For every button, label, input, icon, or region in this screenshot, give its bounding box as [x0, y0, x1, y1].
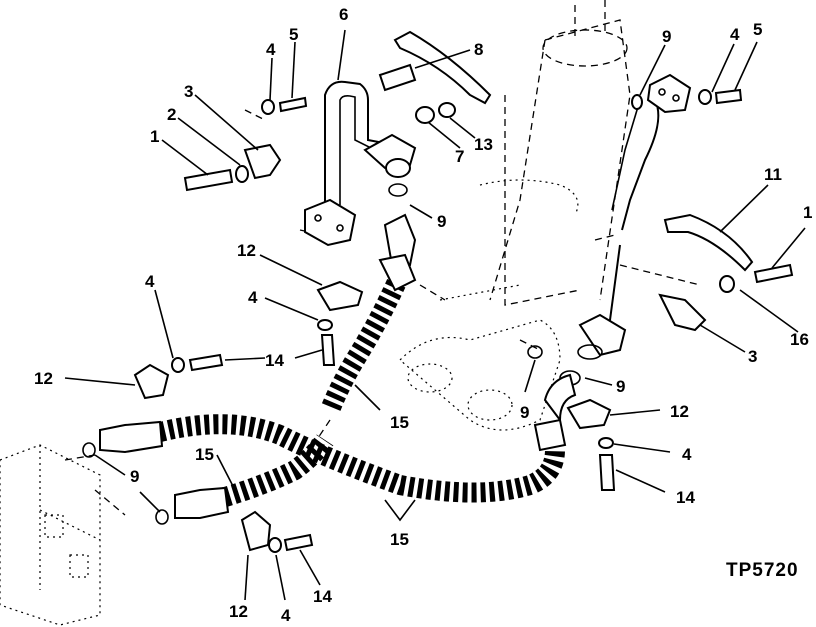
- callout-11: 11: [764, 165, 782, 184]
- clamps: [133, 30, 754, 552]
- callout-15: 15: [390, 530, 409, 549]
- callout-14: 14: [313, 587, 332, 606]
- callout-5: 5: [289, 25, 298, 44]
- steel-tube-left: [304, 80, 417, 247]
- hydraulic-hoses: [99, 213, 577, 519]
- callout-5: 5: [753, 20, 762, 39]
- callout-12: 12: [229, 602, 248, 621]
- callout-9: 9: [616, 377, 625, 396]
- callout-4: 4: [281, 606, 291, 625]
- callout-1: 1: [803, 203, 812, 222]
- control-valve-block: [0, 444, 101, 626]
- callout-6: 6: [339, 5, 348, 24]
- callout-15: 15: [195, 445, 214, 464]
- callout-1: 1: [150, 127, 159, 146]
- callout-12: 12: [670, 402, 689, 421]
- callout-4: 4: [248, 288, 258, 307]
- callout-labels: 1 2 3 4 5 6 8 7 13 9 9 4 5 11 1 16 3 12 …: [34, 5, 812, 625]
- callout-12: 12: [237, 241, 256, 260]
- callout-4: 4: [730, 25, 740, 44]
- callout-3: 3: [184, 82, 193, 101]
- callout-14: 14: [265, 351, 284, 370]
- callout-16: 16: [790, 330, 809, 349]
- callout-9: 9: [130, 467, 139, 486]
- callout-9: 9: [520, 403, 529, 422]
- figure-id-label: TP5720: [726, 560, 799, 581]
- callout-15: 15: [390, 413, 409, 432]
- callout-3: 3: [748, 347, 757, 366]
- callout-12: 12: [34, 369, 53, 388]
- callout-2: 2: [167, 105, 176, 124]
- callout-13: 13: [474, 135, 493, 154]
- callout-14: 14: [676, 488, 695, 507]
- steel-tube-right: [577, 73, 692, 360]
- callout-4: 4: [682, 445, 692, 464]
- callout-9: 9: [662, 27, 671, 46]
- callout-7: 7: [455, 147, 464, 166]
- callout-8: 8: [474, 40, 483, 59]
- callout-9: 9: [437, 212, 446, 231]
- callout-4: 4: [266, 40, 276, 59]
- leader-lines: [64, 29, 806, 601]
- fasteners: [82, 88, 794, 553]
- callout-4: 4: [145, 272, 155, 291]
